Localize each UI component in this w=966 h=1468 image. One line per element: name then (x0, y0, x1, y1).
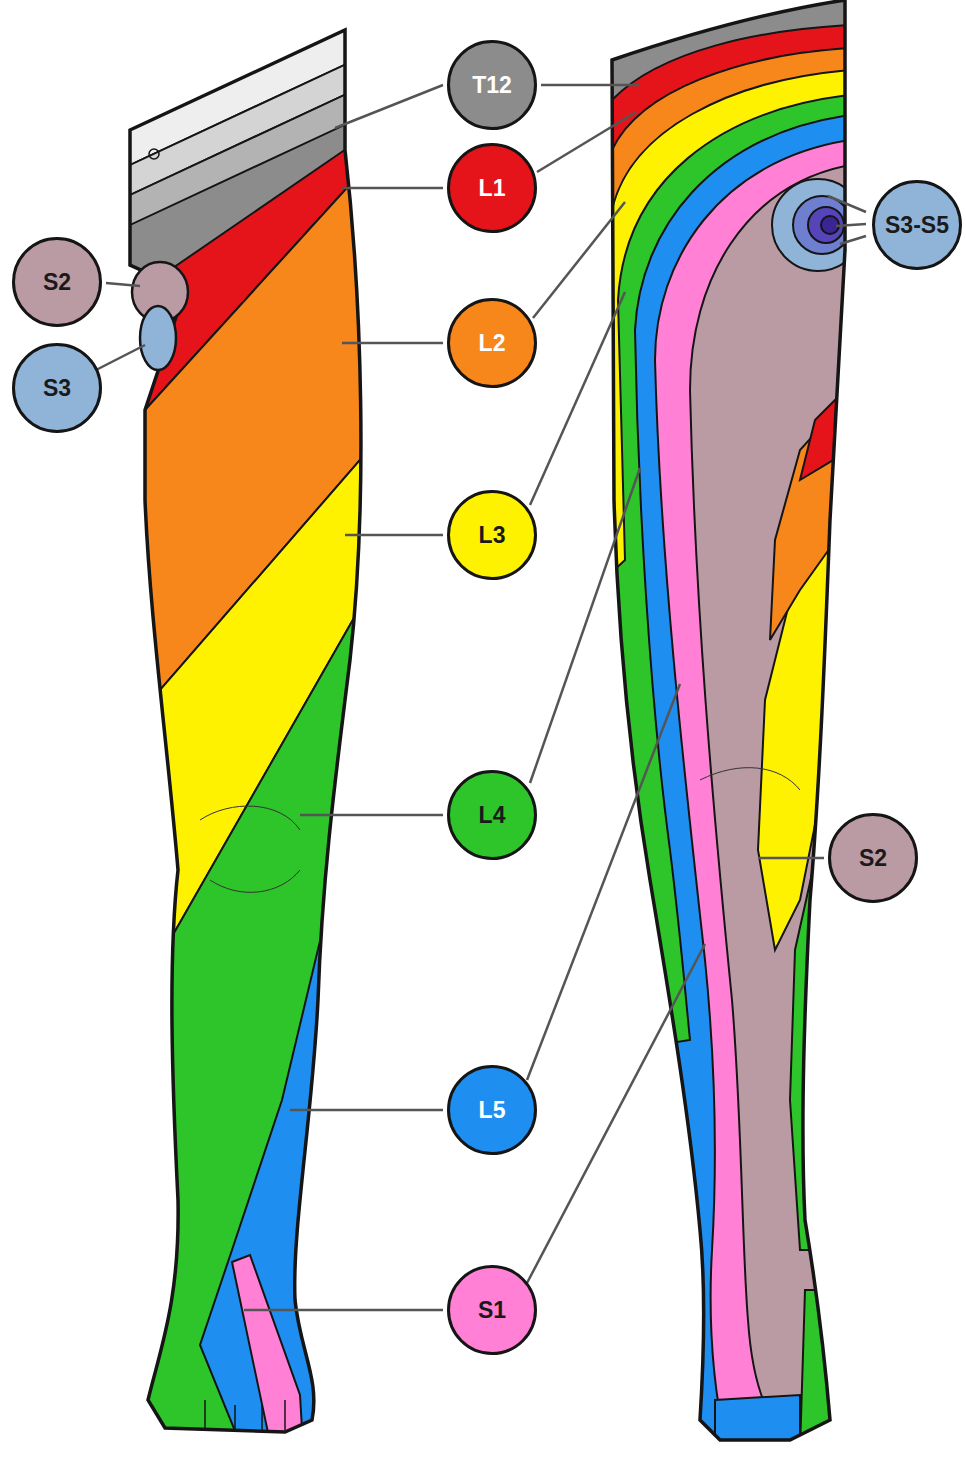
dermatome-label-circle: L5 (447, 1065, 537, 1155)
dermatome-level: S3-S5 (885, 214, 949, 237)
dermatome-level: L4 (479, 804, 506, 827)
dermatome-level: T12 (472, 74, 512, 97)
dermatome-level: S2 (859, 847, 887, 870)
dermatome-label-circle: S3 (12, 343, 102, 433)
dermatome-level: L2 (479, 332, 506, 355)
front-leg-bands (90, 0, 410, 1468)
dermatome-label-circle: S3-S5 (872, 180, 962, 270)
front-leg-outline (130, 30, 361, 1432)
dermatome-level: L1 (479, 177, 506, 200)
dermatome-label-circle: S1 (447, 1265, 537, 1355)
back-leg-outline (612, 0, 845, 1440)
navel (149, 149, 159, 159)
dermatome-label-circle: S2 (828, 813, 918, 903)
dermatome-label-circle: L2 (447, 298, 537, 388)
dermatome-label-circle: T12 (447, 40, 537, 130)
dermatome-level: S3 (43, 377, 71, 400)
dermatome-label-circle: L4 (447, 770, 537, 860)
dermatome-level: S1 (478, 1299, 506, 1322)
genital-s3-area (140, 306, 176, 370)
dermatome-label-circle: S2 (12, 237, 102, 327)
dermatome-level: L3 (479, 524, 506, 547)
dermatome-label-circle: L3 (447, 490, 537, 580)
dermatome-level: L5 (479, 1099, 506, 1122)
dermatome-label-circle: L1 (447, 143, 537, 233)
leader-lines (96, 85, 866, 1310)
dermatome-level: S2 (43, 271, 71, 294)
